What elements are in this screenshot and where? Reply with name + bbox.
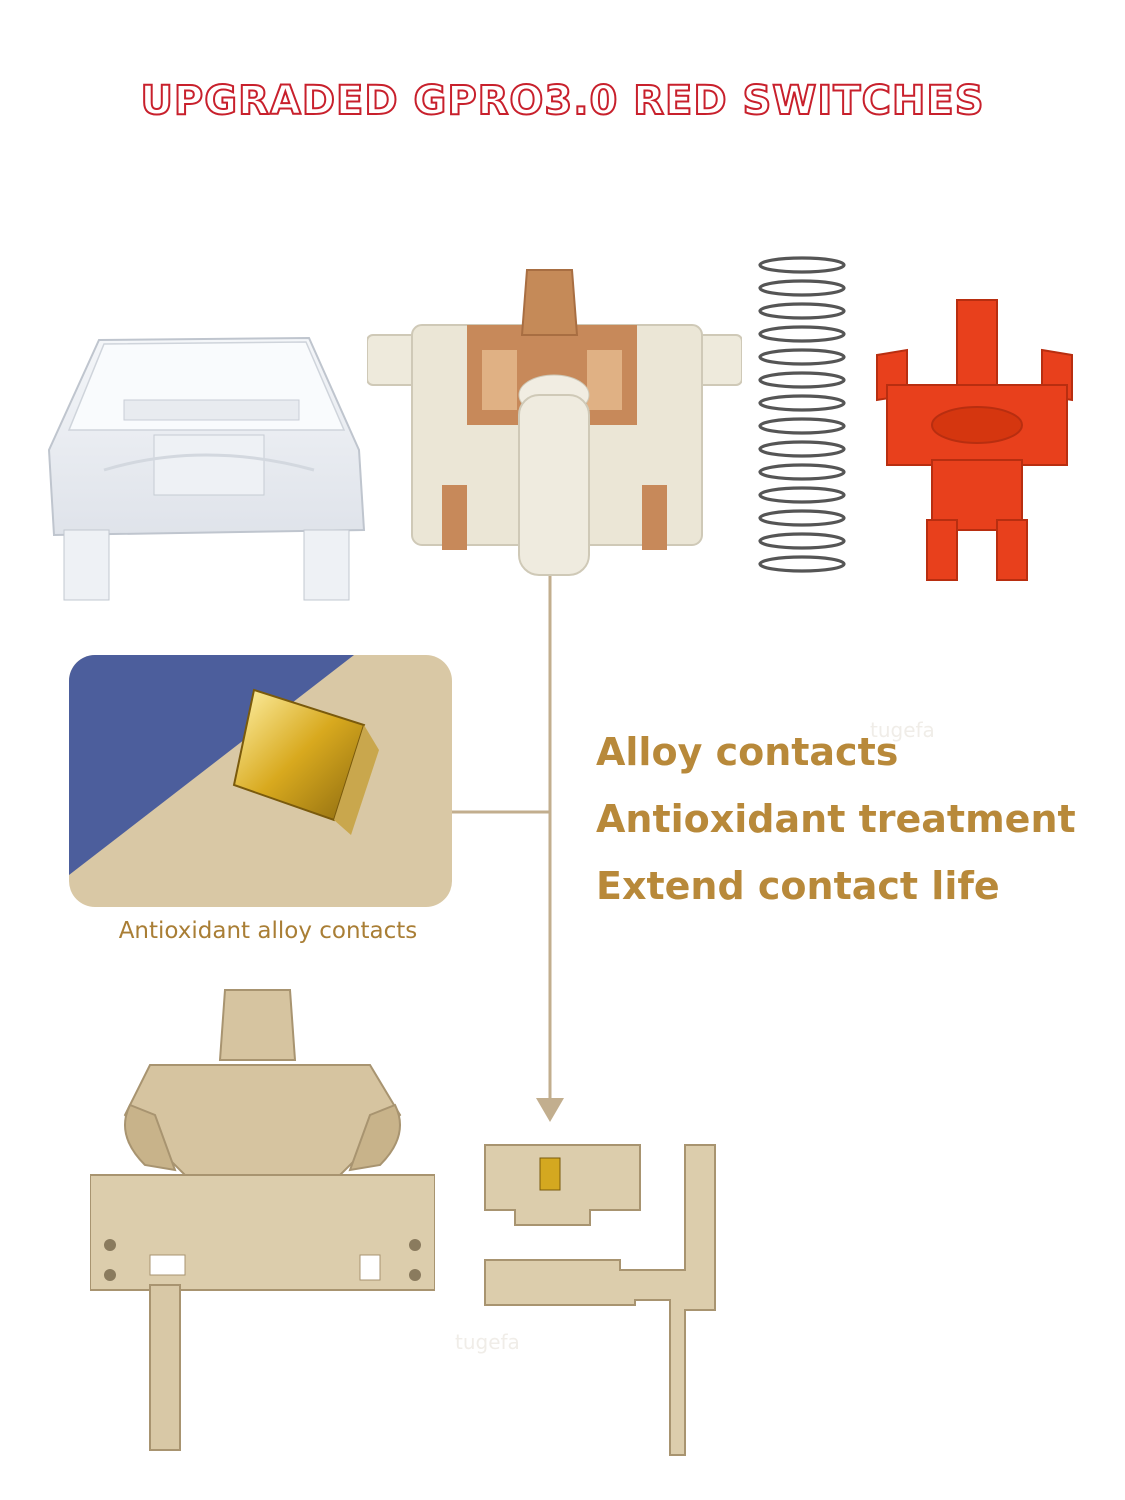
page-title: UPGRADED GPRO3.0 RED SWITCHES (139, 77, 985, 125)
metal-contact-plate (484, 1144, 716, 1456)
feature-alloy-contacts: Alloy contacts (596, 730, 899, 774)
watermark-top: tugefa (870, 718, 935, 742)
inset-caption: Antioxidant alloy contacts (118, 918, 418, 944)
bottom-housing (367, 269, 742, 576)
alloy-contact-closeup (69, 655, 452, 907)
spring (758, 256, 846, 573)
feature-extend-contact-life: Extend contact life (596, 864, 1000, 908)
feature-antioxidant-treatment: Antioxidant treatment (596, 797, 1076, 841)
red-stem (876, 299, 1073, 581)
watermark-bottom: tugefa (455, 1330, 520, 1354)
transparent-top-housing (47, 336, 366, 601)
metal-leaf-large (90, 989, 435, 1451)
leader-arrowhead (536, 1098, 564, 1122)
